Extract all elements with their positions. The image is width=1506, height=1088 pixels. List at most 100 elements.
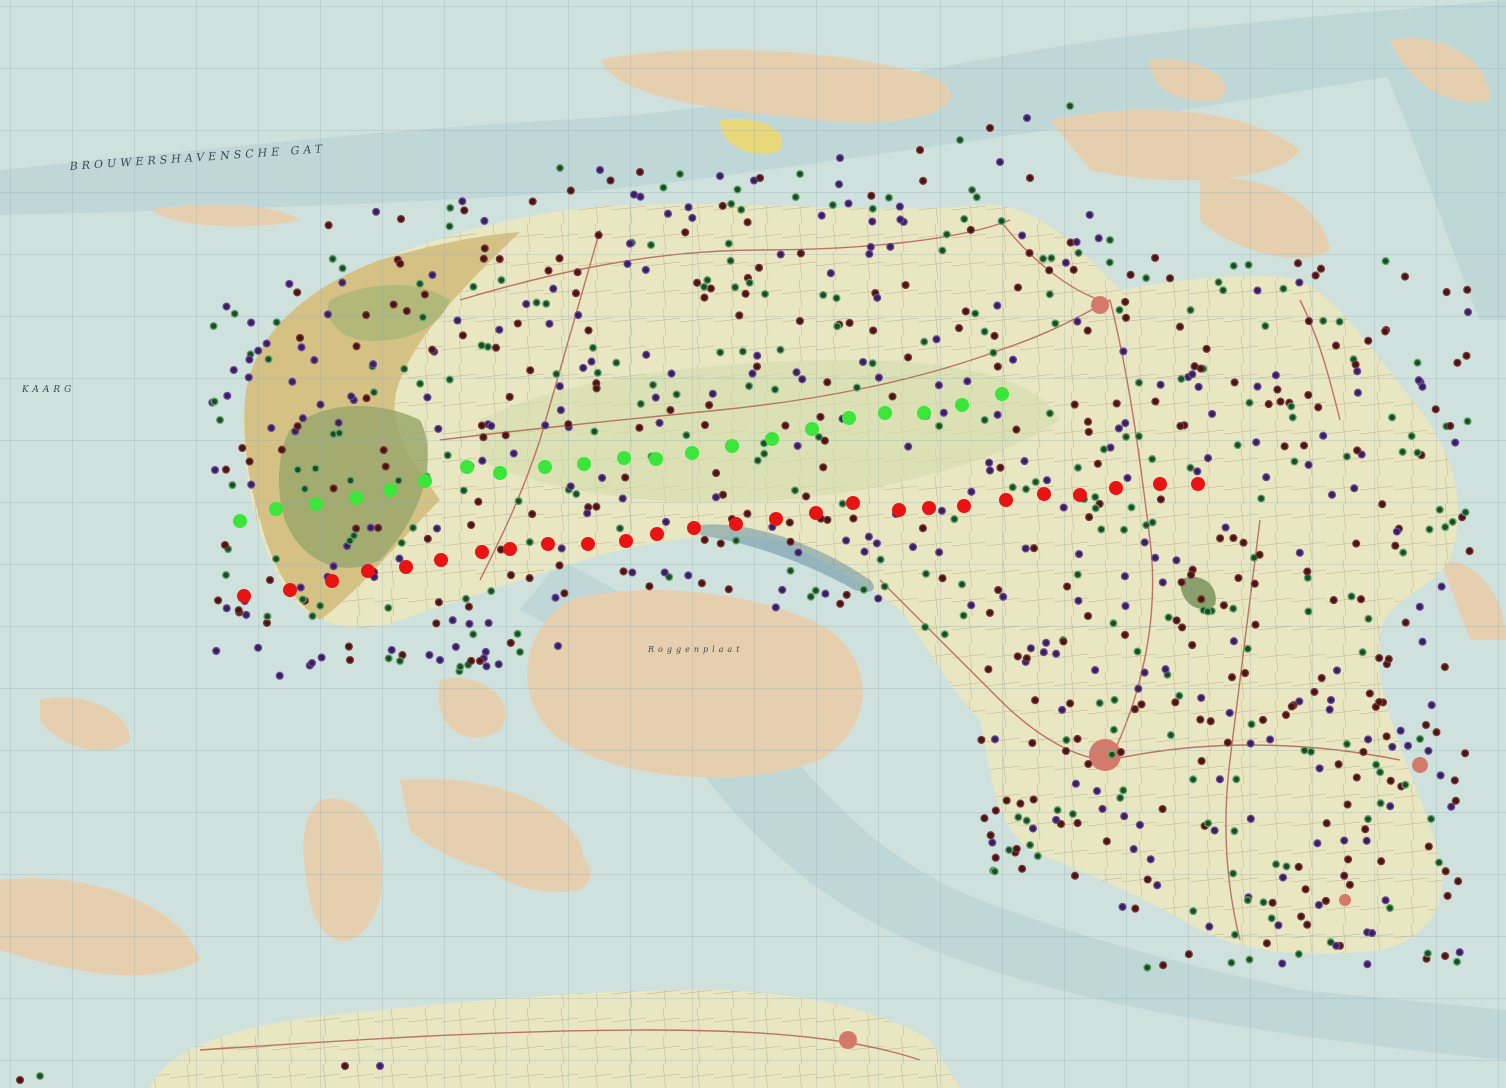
survey-point	[555, 254, 564, 263]
survey-point	[415, 279, 424, 288]
survey-point	[264, 355, 273, 364]
survey-point	[352, 524, 361, 533]
survey-point	[993, 362, 1002, 371]
red-marker	[361, 564, 375, 578]
survey-point	[874, 594, 883, 603]
survey-point	[1386, 776, 1395, 785]
survey-point	[866, 242, 875, 252]
survey-point	[743, 218, 752, 227]
survey-point	[300, 484, 309, 493]
survey-point	[475, 656, 485, 666]
red-marker-line	[237, 477, 1205, 603]
red-marker	[581, 537, 595, 551]
survey-point	[35, 1071, 45, 1081]
survey-point	[1304, 317, 1313, 326]
survey-point	[1431, 405, 1440, 414]
survey-point	[402, 306, 411, 316]
survey-point	[1443, 891, 1452, 900]
survey-point	[1099, 445, 1108, 454]
survey-point	[806, 592, 815, 601]
survey-point	[1353, 388, 1362, 397]
survey-point	[1196, 364, 1205, 373]
green-marker	[805, 422, 819, 436]
survey-point	[1148, 518, 1157, 527]
survey-point	[1031, 696, 1040, 705]
survey-point	[625, 239, 635, 248]
survey-point	[955, 135, 965, 145]
survey-point	[1097, 525, 1106, 534]
survey-point	[1413, 358, 1422, 367]
survey-point	[688, 213, 697, 222]
survey-point	[1073, 734, 1082, 743]
survey-point	[1423, 949, 1432, 958]
survey-point	[1219, 601, 1228, 610]
survey-point	[1134, 684, 1143, 693]
survey-point	[886, 242, 895, 251]
survey-point	[1381, 327, 1390, 336]
survey-point	[1203, 454, 1213, 463]
survey-point	[324, 221, 333, 230]
survey-point	[293, 288, 302, 297]
survey-point	[834, 180, 844, 189]
survey-point	[1316, 264, 1326, 273]
survey-point	[461, 594, 471, 603]
survey-point	[1344, 855, 1353, 864]
survey-point	[335, 429, 344, 438]
survey-point	[860, 547, 869, 556]
red-marker	[325, 574, 339, 588]
survey-point	[583, 509, 592, 518]
survey-point	[1353, 367, 1362, 376]
survey-point	[971, 309, 980, 318]
survey-point	[1441, 523, 1450, 532]
survey-point	[323, 310, 332, 319]
survey-point	[566, 186, 575, 195]
survey-point	[896, 215, 905, 224]
survey-point	[277, 445, 286, 454]
survey-point	[1042, 638, 1051, 647]
survey-point	[1347, 592, 1356, 601]
survey-point	[876, 555, 885, 564]
survey-point	[501, 431, 510, 440]
survey-point	[362, 394, 371, 403]
survey-point	[1432, 728, 1441, 737]
green-marker	[538, 460, 552, 474]
survey-point	[999, 592, 1008, 601]
survey-point	[977, 735, 986, 744]
survey-point	[1229, 604, 1238, 613]
survey-point	[1008, 355, 1018, 364]
survey-point	[921, 623, 930, 632]
survey-point	[995, 157, 1005, 167]
survey-point	[209, 321, 218, 331]
survey-point	[700, 535, 709, 544]
survey-point	[760, 449, 769, 458]
survey-point	[1058, 705, 1067, 714]
survey-point	[262, 339, 271, 348]
survey-point	[939, 408, 948, 417]
survey-point	[1396, 726, 1405, 735]
survey-point	[1061, 258, 1070, 267]
green-marker	[383, 483, 397, 497]
survey-point	[753, 456, 762, 465]
survey-point	[298, 414, 307, 423]
survey-point	[1119, 347, 1128, 356]
survey-point	[874, 373, 883, 382]
survey-point	[1384, 655, 1393, 664]
survey-point	[1340, 871, 1349, 880]
green-marker	[493, 466, 507, 480]
survey-point	[932, 335, 941, 344]
survey-point	[985, 458, 994, 467]
red-marker	[1109, 481, 1123, 495]
survey-point	[1297, 912, 1306, 921]
survey-point	[1274, 921, 1283, 930]
survey-point	[1069, 265, 1078, 274]
survey-point	[838, 499, 847, 508]
survey-point	[564, 420, 573, 429]
red-marker	[846, 496, 860, 510]
survey-point	[629, 190, 639, 199]
survey-point	[1093, 459, 1102, 468]
survey-point	[467, 520, 476, 530]
survey-point	[645, 582, 654, 591]
survey-point	[845, 318, 854, 327]
survey-point	[1413, 448, 1422, 457]
